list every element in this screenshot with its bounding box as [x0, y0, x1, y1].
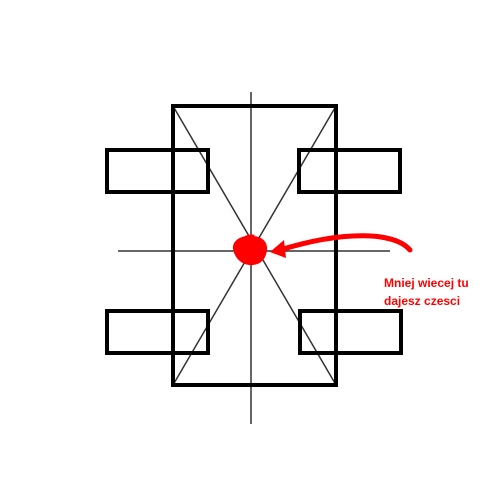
main-body-rectangle: [171, 104, 338, 387]
arrow-head: [270, 240, 286, 258]
annotation-line-1: Mniej wiecej tu: [384, 276, 469, 290]
tab-bottom-left: [105, 309, 210, 355]
annotation-line-2: dajesz czesci: [384, 294, 461, 308]
tab-bottom-right: [298, 309, 403, 355]
tab-top-right: [297, 148, 402, 194]
annotation-note: Mniej wiecej tu dajesz czesci: [384, 274, 484, 310]
tab-top-left: [105, 148, 210, 194]
marker-blob: [232, 235, 268, 266]
marker-blob-tail: [238, 234, 255, 243]
arrow-shaft: [277, 233, 413, 253]
